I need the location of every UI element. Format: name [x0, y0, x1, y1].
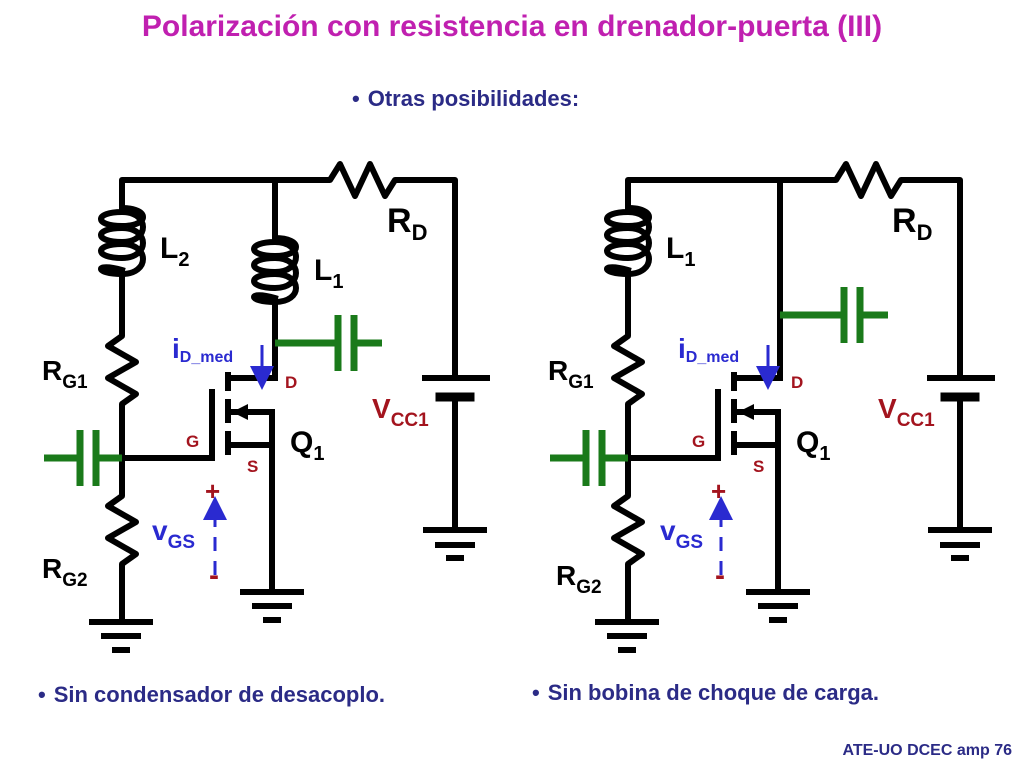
right-gate-label: G: [692, 432, 705, 451]
right-rg1-label: RG1: [548, 355, 594, 393]
left-source-label: S: [247, 457, 258, 476]
right-vgs-label: vGS: [660, 515, 703, 553]
right-output-capacitor: [780, 287, 888, 343]
bullet-dot: •: [532, 680, 540, 705]
right-wires: [595, 161, 995, 653]
left-output-capacitor: [275, 315, 382, 371]
left-l1-label: L1: [314, 254, 343, 293]
left-rg2-label: RG2: [42, 553, 88, 591]
right-caption-bullet: • Sin bobina de choque de carga.: [532, 680, 879, 706]
right-rd-label: RD: [892, 202, 932, 245]
left-mosfet-arrow-icon: [232, 404, 248, 420]
right-vcc-label: VCC1: [878, 393, 935, 431]
left-gate-label: G: [186, 432, 199, 451]
left-drain-label: D: [285, 373, 297, 392]
subtitle-bullet: • Otras posibilidades:: [352, 86, 579, 112]
left-rd-label: RD: [387, 202, 427, 245]
left-q1-label: Q1: [290, 426, 324, 465]
left-wires: [89, 161, 490, 653]
left-minus-sign: -: [209, 559, 219, 592]
left-l2-label: L2: [160, 232, 189, 271]
left-caption-bullet: • Sin condensador de desacoplo.: [38, 682, 385, 708]
left-circuit: RD L2 L1 RG1 RG2 VCC1 Q1 iD_med vGS D G …: [42, 161, 490, 653]
left-rg1-label: RG1: [42, 355, 88, 393]
right-id-label: iD_med: [678, 333, 739, 366]
bullet-dot: •: [38, 682, 46, 707]
left-vgs-label: vGS: [152, 515, 195, 553]
right-l1-label: L1: [666, 232, 695, 271]
subtitle-text: Otras posibilidades:: [367, 86, 580, 111]
right-q1-label: Q1: [796, 426, 830, 465]
right-minus-sign: -: [715, 559, 725, 592]
right-circuit: RD L1 RG1 RG2 VCC1 Q1 iD_med vGS D G S +…: [548, 161, 995, 653]
left-caption-text: Sin condensador de desacoplo.: [53, 682, 385, 707]
right-drain-label: D: [791, 373, 803, 392]
left-id-label: iD_med: [172, 333, 233, 366]
page-title: Polarización con resistencia en drenador…: [141, 10, 883, 43]
left-vcc-label: VCC1: [372, 393, 429, 431]
right-caption-text: Sin bobina de choque de carga.: [547, 680, 879, 705]
right-source-label: S: [753, 457, 764, 476]
right-mosfet-arrow-icon: [738, 404, 754, 420]
left-coupling-capacitor: [44, 430, 122, 486]
left-plus-sign: +: [205, 476, 220, 506]
right-rg2-label: RG2: [556, 560, 602, 598]
right-coupling-capacitor: [550, 430, 628, 486]
footer-reference: ATE-UO DCEC amp 76: [842, 742, 1012, 759]
right-plus-sign: +: [711, 476, 726, 506]
bullet-dot: •: [352, 86, 360, 111]
